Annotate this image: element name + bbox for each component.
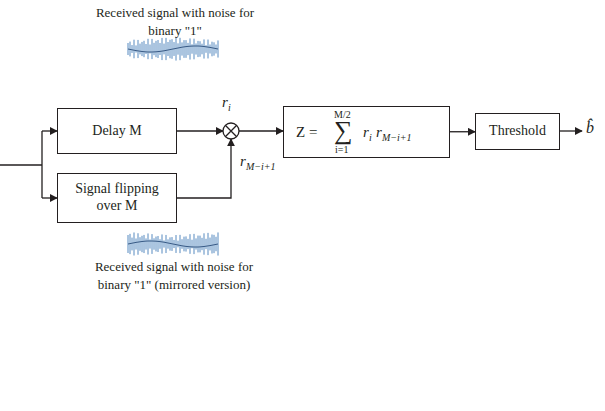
signal-caption: Received signal with noise for binary "1… (90, 4, 260, 39)
signal-caption: Received signal with noise for binary "1… (84, 258, 264, 293)
signal-r: r (363, 125, 369, 140)
signal-subscript: M−i+1 (246, 162, 276, 172)
split-line (41, 131, 42, 198)
mult-out (239, 130, 283, 131)
signal-arrow (450, 131, 475, 132)
subscript: i (369, 133, 372, 143)
output-line (560, 130, 582, 131)
box-label: Delay M (92, 123, 141, 140)
sum-sign: ∑ (334, 118, 353, 144)
signal-name: r (222, 95, 228, 110)
output-bit: b̂ (586, 120, 594, 136)
multiplier-cross (225, 125, 236, 136)
sum-lower: i=1 (335, 145, 348, 155)
flip-out (177, 139, 231, 198)
noise-waveform-mirrored (128, 232, 218, 255)
sum-box: Z =M/2∑i=1rirM−i+1 (283, 106, 450, 158)
box-label: Signal flipping over M (67, 181, 167, 215)
formula-lhs: Z = (296, 125, 317, 140)
noise-waveform (128, 37, 218, 60)
subscript: M−i+1 (382, 133, 412, 143)
signal-subscript: i (228, 103, 231, 113)
flip-box: Signal flipping over M (57, 173, 177, 223)
signal-name: r (240, 154, 246, 169)
multiplier-symbol (223, 123, 239, 139)
delay-box: Delay M (57, 108, 177, 154)
to-flip (42, 197, 57, 198)
signal-r: r (376, 125, 382, 140)
threshold-box: Threshold (475, 113, 560, 150)
to-delay (42, 130, 57, 131)
delay-out (177, 130, 223, 131)
box-label: Threshold (489, 123, 546, 140)
input-line (0, 164, 42, 165)
